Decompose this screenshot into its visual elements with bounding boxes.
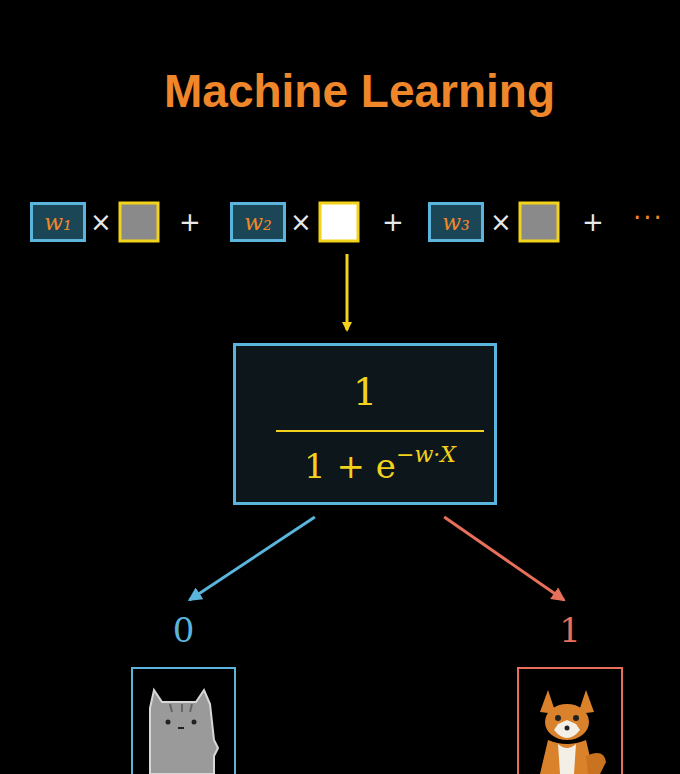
pixel-gray (520, 203, 558, 241)
input-arrow (346, 254, 349, 330)
class-output: 1 (518, 610, 622, 774)
weight-box: w₂ (230, 202, 286, 242)
operator: + (382, 207, 404, 237)
weight-label: w₂ (244, 210, 272, 235)
denominator: 1 + e−w·X (236, 442, 494, 486)
ellipsis: ··· (633, 203, 664, 233)
connector-arrow (190, 517, 315, 600)
denominator-base: 1 + e (304, 446, 396, 486)
operator: × (90, 207, 112, 237)
class-label: 1 (518, 610, 622, 650)
weight-box: w₃ (428, 202, 484, 242)
class-label: 0 (132, 610, 235, 650)
title: Machine Learning (164, 64, 555, 118)
numerator: 1 (236, 370, 494, 414)
pixel-white (320, 203, 358, 241)
operator: × (290, 207, 312, 237)
class-output: 0 (132, 610, 235, 774)
fraction-bar (276, 430, 484, 432)
connector-arrow (444, 517, 564, 600)
cat-image (132, 668, 235, 774)
weight-box: w₁ (30, 202, 86, 242)
weight-label: w₁ (44, 210, 72, 235)
pixel-gray (120, 203, 158, 241)
operator: + (582, 207, 604, 237)
weight-label: w₃ (442, 210, 470, 235)
dog-image (518, 668, 622, 774)
operator: + (179, 207, 201, 237)
exponent: −w·X (396, 442, 456, 467)
sigmoid-box: 1 1 + e−w·X (233, 343, 497, 505)
operator: × (490, 207, 512, 237)
